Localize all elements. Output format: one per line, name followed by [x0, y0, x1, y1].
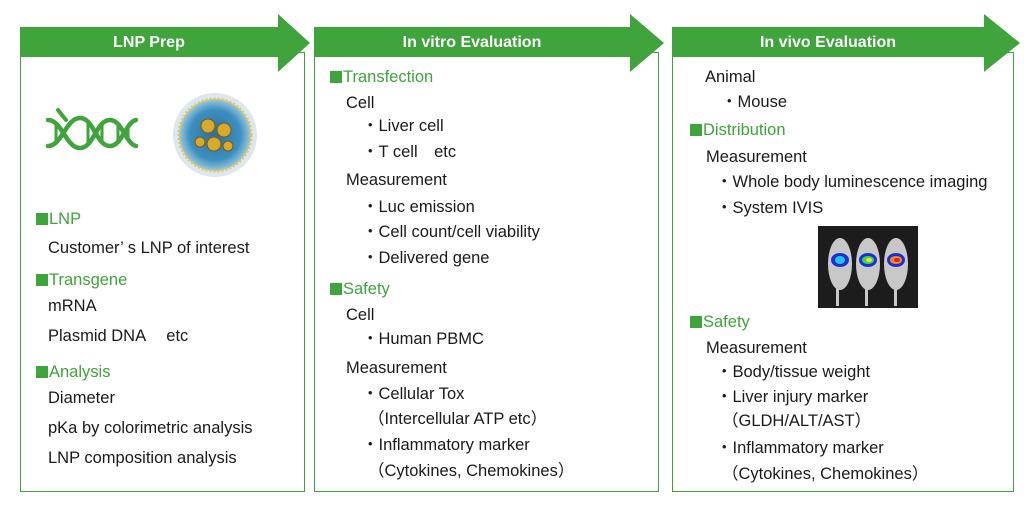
list-item: Customer’ s LNP of interest	[48, 239, 250, 257]
section-heading-label: Transfection	[343, 68, 434, 86]
section-heading-safety: Safety	[330, 279, 390, 299]
section-square-icon	[690, 316, 702, 328]
arrow-header-in-vivo	[672, 14, 1020, 72]
list-item: （Intercellular ATP etc）	[368, 410, 548, 428]
section-heading-transfection: Transfection	[330, 67, 433, 87]
section-square-icon	[690, 124, 702, 136]
list-item: Animal	[705, 68, 756, 86]
mouse-ivis-image	[818, 226, 918, 308]
list-item: （Cytokines, Chemokines）	[722, 465, 929, 483]
list-item: Measurement	[706, 148, 807, 166]
list-item: Cell	[346, 94, 375, 112]
list-item: mRNA	[48, 297, 97, 315]
list-item: Measurement	[706, 339, 807, 357]
list-item: （Cytokines, Chemokines）	[368, 462, 575, 480]
arrow-header-in-vitro	[314, 14, 664, 72]
section-square-icon	[330, 283, 342, 295]
section-heading-analysis: Analysis	[36, 362, 110, 382]
dna-icon	[45, 108, 139, 151]
list-item: pKa by colorimetric analysis	[48, 419, 253, 437]
arrow-header-lnp-prep	[20, 14, 310, 72]
section-heading-transgene: Transgene	[36, 270, 127, 290]
section-heading-safety: Safety	[690, 312, 750, 332]
list-item: ・T cell etc	[362, 143, 457, 161]
list-item: LNP composition analysis	[48, 449, 237, 467]
list-item: Diameter	[48, 389, 115, 407]
panel-title-lnp-prep: LNP Prep	[113, 34, 185, 51]
list-item: ・Delivered gene	[362, 249, 490, 267]
list-item: ・Body/tissue weight	[716, 363, 871, 381]
section-heading-label: Safety	[703, 313, 750, 331]
panel-in-vitro-evaluation	[314, 52, 659, 492]
list-item: Measurement	[346, 171, 447, 189]
list-item: ・Whole body luminescence imaging	[716, 173, 988, 191]
list-item: ・Cell count/cell viability	[362, 223, 540, 241]
section-heading-label: Safety	[343, 280, 390, 298]
list-item: Measurement	[346, 359, 447, 377]
section-heading-label: LNP	[49, 210, 82, 228]
list-item: ・Luc emission	[362, 198, 475, 216]
section-square-icon	[330, 71, 342, 83]
list-item: ・Liver injury marker	[716, 388, 869, 406]
section-square-icon	[36, 366, 48, 378]
section-heading-label: Analysis	[49, 363, 111, 381]
section-heading-lnp: LNP	[36, 209, 81, 229]
lipid-nanoparticle-image	[173, 93, 257, 177]
list-item: ・Cellular Tox	[362, 385, 465, 403]
section-heading-label: Distribution	[703, 121, 786, 139]
list-item: Cell	[346, 306, 375, 324]
list-item: （GLDH/ALT/AST）	[722, 412, 872, 430]
list-item: ・Inflammatory marker	[716, 439, 884, 457]
list-item: ・Inflammatory marker	[362, 436, 530, 454]
section-square-icon	[36, 213, 48, 225]
section-square-icon	[36, 274, 48, 286]
panel-title-in-vivo: In vivo Evaluation	[759, 34, 897, 51]
list-item: ・Human PBMC	[362, 330, 484, 348]
list-item: Plasmid DNA etc	[48, 327, 189, 345]
section-heading-label: Transgene	[49, 271, 128, 289]
list-item: ・System IVIS	[716, 199, 824, 217]
section-heading-distribution: Distribution	[690, 120, 786, 140]
list-item: ・Liver cell	[362, 117, 444, 135]
panel-title-in-vitro: In vitro Evaluation	[402, 34, 542, 51]
list-item: ・Mouse	[721, 93, 788, 111]
